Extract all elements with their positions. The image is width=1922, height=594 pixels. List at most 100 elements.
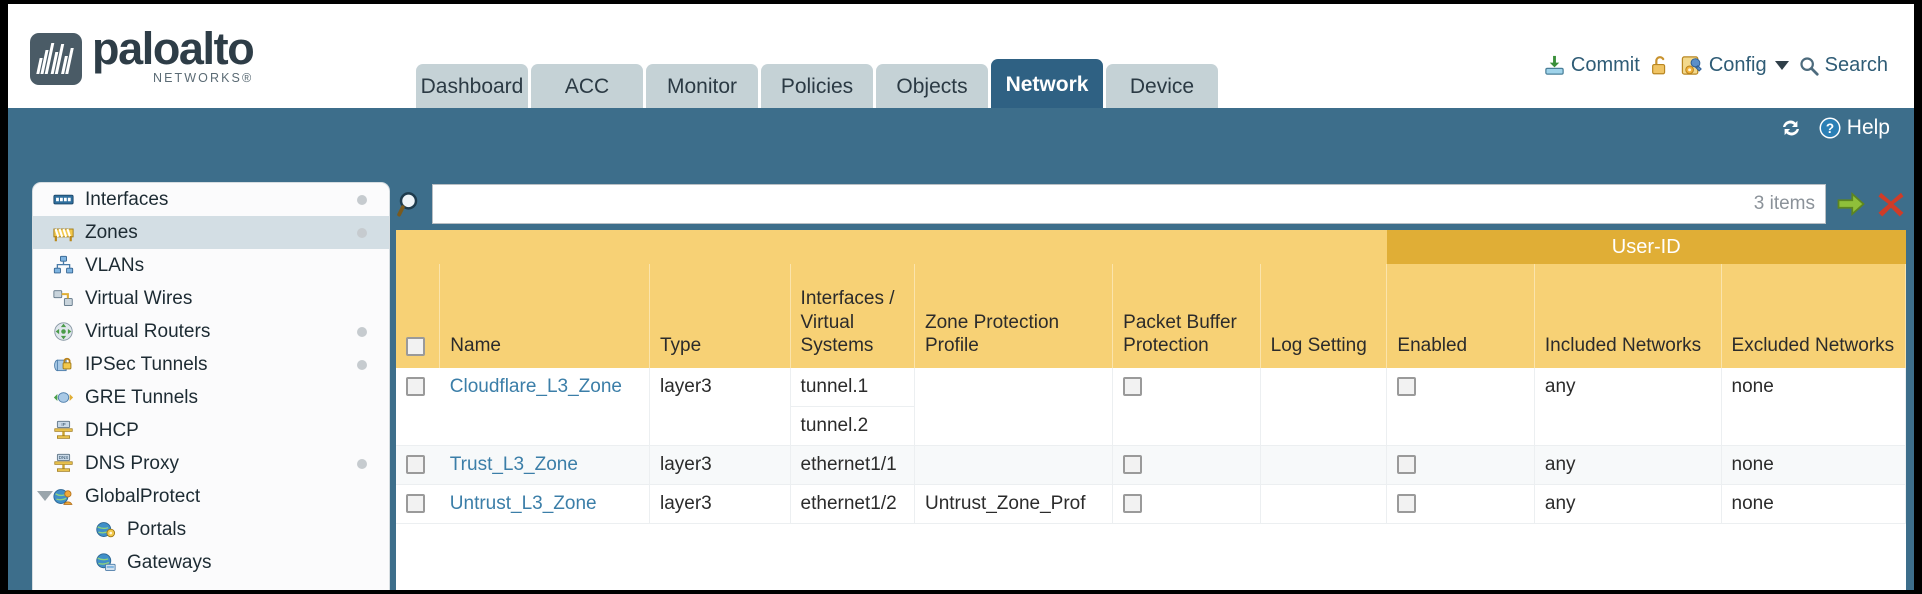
packet-buffer-protection-checkbox[interactable]: [1123, 377, 1143, 397]
cell-name: Trust_L3_Zone: [439, 445, 650, 485]
tab-acc[interactable]: ACC: [531, 64, 643, 108]
tab-device[interactable]: Device: [1106, 64, 1218, 108]
header-type[interactable]: Type: [649, 264, 791, 368]
tab-dashboard[interactable]: Dashboard: [416, 64, 528, 108]
row-select-cell[interactable]: [396, 484, 440, 524]
cell-included-networks: any: [1534, 484, 1722, 524]
tab-monitor[interactable]: Monitor: [646, 64, 758, 108]
cell-type: layer3: [649, 484, 791, 524]
interface-item: ethernet1/2: [800, 493, 897, 514]
refresh-icon: [1782, 120, 1799, 136]
sidebar-item-status-dot: [357, 360, 367, 370]
item-count: 3 items: [1753, 193, 1815, 214]
cell-packet-buffer-protection[interactable]: [1112, 445, 1261, 485]
zones-table-head: User-ID Name Type Interfaces / Virtual S…: [396, 230, 1906, 368]
cell-userid-enabled[interactable]: [1386, 445, 1535, 485]
row-select-checkbox[interactable]: [406, 377, 425, 397]
sidebar-item-label: Virtual Wires: [85, 287, 193, 309]
sidebar-item-portals[interactable]: Portals: [33, 513, 389, 546]
cell-excluded-networks: none: [1721, 445, 1906, 485]
svg-text:?: ?: [1826, 121, 1834, 136]
sidebar-item-vlans[interactable]: VLANs: [33, 249, 389, 282]
header-zone-protection-profile[interactable]: Zone Protection Profile: [914, 264, 1114, 368]
portals-icon: [96, 522, 116, 538]
header-included-networks[interactable]: Included Networks: [1534, 264, 1722, 368]
filter-input[interactable]: [443, 193, 1746, 215]
group-header-spacer: [396, 230, 1387, 264]
sidebar-item-label: Zones: [85, 221, 138, 243]
cell-interfaces: ethernet1/2: [790, 484, 915, 524]
header-enabled[interactable]: Enabled: [1386, 264, 1535, 368]
header-log-setting[interactable]: Log Setting: [1260, 264, 1388, 368]
tab-policies[interactable]: Policies: [761, 64, 873, 108]
sidebar-item-globalprotect[interactable]: GlobalProtect: [33, 480, 389, 513]
header-excluded-networks[interactable]: Excluded Networks: [1721, 264, 1906, 368]
column-header-row: Name Type Interfaces / Virtual Systems Z…: [396, 264, 1906, 368]
zone-name-link[interactable]: Untrust_L3_Zone: [449, 493, 597, 514]
cell-type: layer3: [649, 368, 791, 446]
userid-enabled-checkbox[interactable]: [1397, 494, 1417, 514]
sidebar-item-ipsec-tunnels[interactable]: IPSec Tunnels: [33, 348, 389, 381]
sidebar-item-virtual-wires[interactable]: Virtual Wires: [33, 282, 389, 315]
top-actions: Commit Config: [1543, 54, 1888, 77]
cell-zone-protection-profile: [914, 445, 1114, 485]
brand-logo: paloalto NETWORKS®: [30, 26, 255, 85]
filter-search-icon[interactable]: [396, 189, 426, 219]
sidebar-item-label: Virtual Routers: [85, 320, 211, 342]
group-header-userid: User-ID: [1386, 230, 1906, 264]
commit-button[interactable]: Commit: [1543, 54, 1640, 77]
packet-buffer-protection-checkbox[interactable]: [1123, 494, 1143, 514]
zone-name-link[interactable]: Cloudflare_L3_Zone: [449, 376, 622, 397]
config-menu[interactable]: Config: [1680, 54, 1789, 77]
packet-buffer-protection-checkbox[interactable]: [1123, 455, 1143, 475]
sidebar-item-gateways[interactable]: Gateways: [33, 546, 389, 579]
paloalto-logo-icon: [30, 32, 82, 85]
search-icon: [1800, 56, 1819, 76]
sidebar-item-dns-proxy[interactable]: DNS DNS Proxy: [33, 447, 389, 480]
lock-button[interactable]: [1649, 54, 1671, 77]
svg-text:DNS: DNS: [59, 455, 69, 460]
search-button[interactable]: Search: [1798, 54, 1888, 77]
row-select-checkbox[interactable]: [406, 455, 425, 475]
userid-enabled-checkbox[interactable]: [1397, 377, 1417, 397]
cell-userid-enabled[interactable]: [1386, 484, 1535, 524]
cell-excluded-networks: none: [1721, 484, 1906, 524]
header-name[interactable]: Name: [439, 264, 650, 368]
header-interfaces[interactable]: Interfaces / Virtual Systems: [790, 264, 915, 368]
cell-userid-enabled[interactable]: [1386, 368, 1535, 446]
expand-collapse-icon[interactable]: [37, 491, 53, 501]
apply-filter-button[interactable]: [1836, 189, 1866, 219]
gre-tunnels-icon: [53, 392, 74, 403]
sidebar-item-zones[interactable]: Zones: [33, 216, 389, 249]
row-select-cell[interactable]: [396, 368, 440, 446]
help-button[interactable]: ? Help: [1818, 116, 1890, 140]
userid-enabled-checkbox[interactable]: [1397, 455, 1417, 475]
sidebar-item-gre-tunnels[interactable]: GRE Tunnels: [33, 381, 389, 414]
help-icon: ?: [1819, 117, 1841, 139]
interface-item: tunnel.1: [790, 368, 914, 407]
sidebar-item-label: IPSec Tunnels: [85, 353, 208, 375]
tab-network[interactable]: Network: [991, 59, 1103, 108]
cell-packet-buffer-protection[interactable]: [1112, 484, 1261, 524]
sidebar-item-interfaces[interactable]: Interfaces: [33, 183, 389, 216]
tab-objects[interactable]: Objects: [876, 64, 988, 108]
refresh-button[interactable]: [1778, 116, 1804, 140]
cell-packet-buffer-protection[interactable]: [1112, 368, 1261, 446]
row-select-cell[interactable]: [396, 445, 440, 485]
commit-label: Commit: [1570, 54, 1640, 76]
clear-filter-button[interactable]: [1876, 189, 1906, 219]
select-all-checkbox[interactable]: [406, 336, 425, 356]
filter-input-wrap[interactable]: 3 items: [432, 184, 1826, 224]
zone-name-link[interactable]: Trust_L3_Zone: [449, 454, 578, 475]
ipsec-tunnels-icon: [54, 357, 72, 372]
row-select-checkbox[interactable]: [406, 494, 425, 514]
sidebar-item-label: DNS Proxy: [85, 452, 179, 474]
header-packet-buffer-protection[interactable]: Packet Buffer Protection: [1112, 264, 1261, 368]
sidebar-item-label: Gateways: [127, 551, 212, 573]
sidebar-item-virtual-routers[interactable]: Virtual Routers: [33, 315, 389, 348]
